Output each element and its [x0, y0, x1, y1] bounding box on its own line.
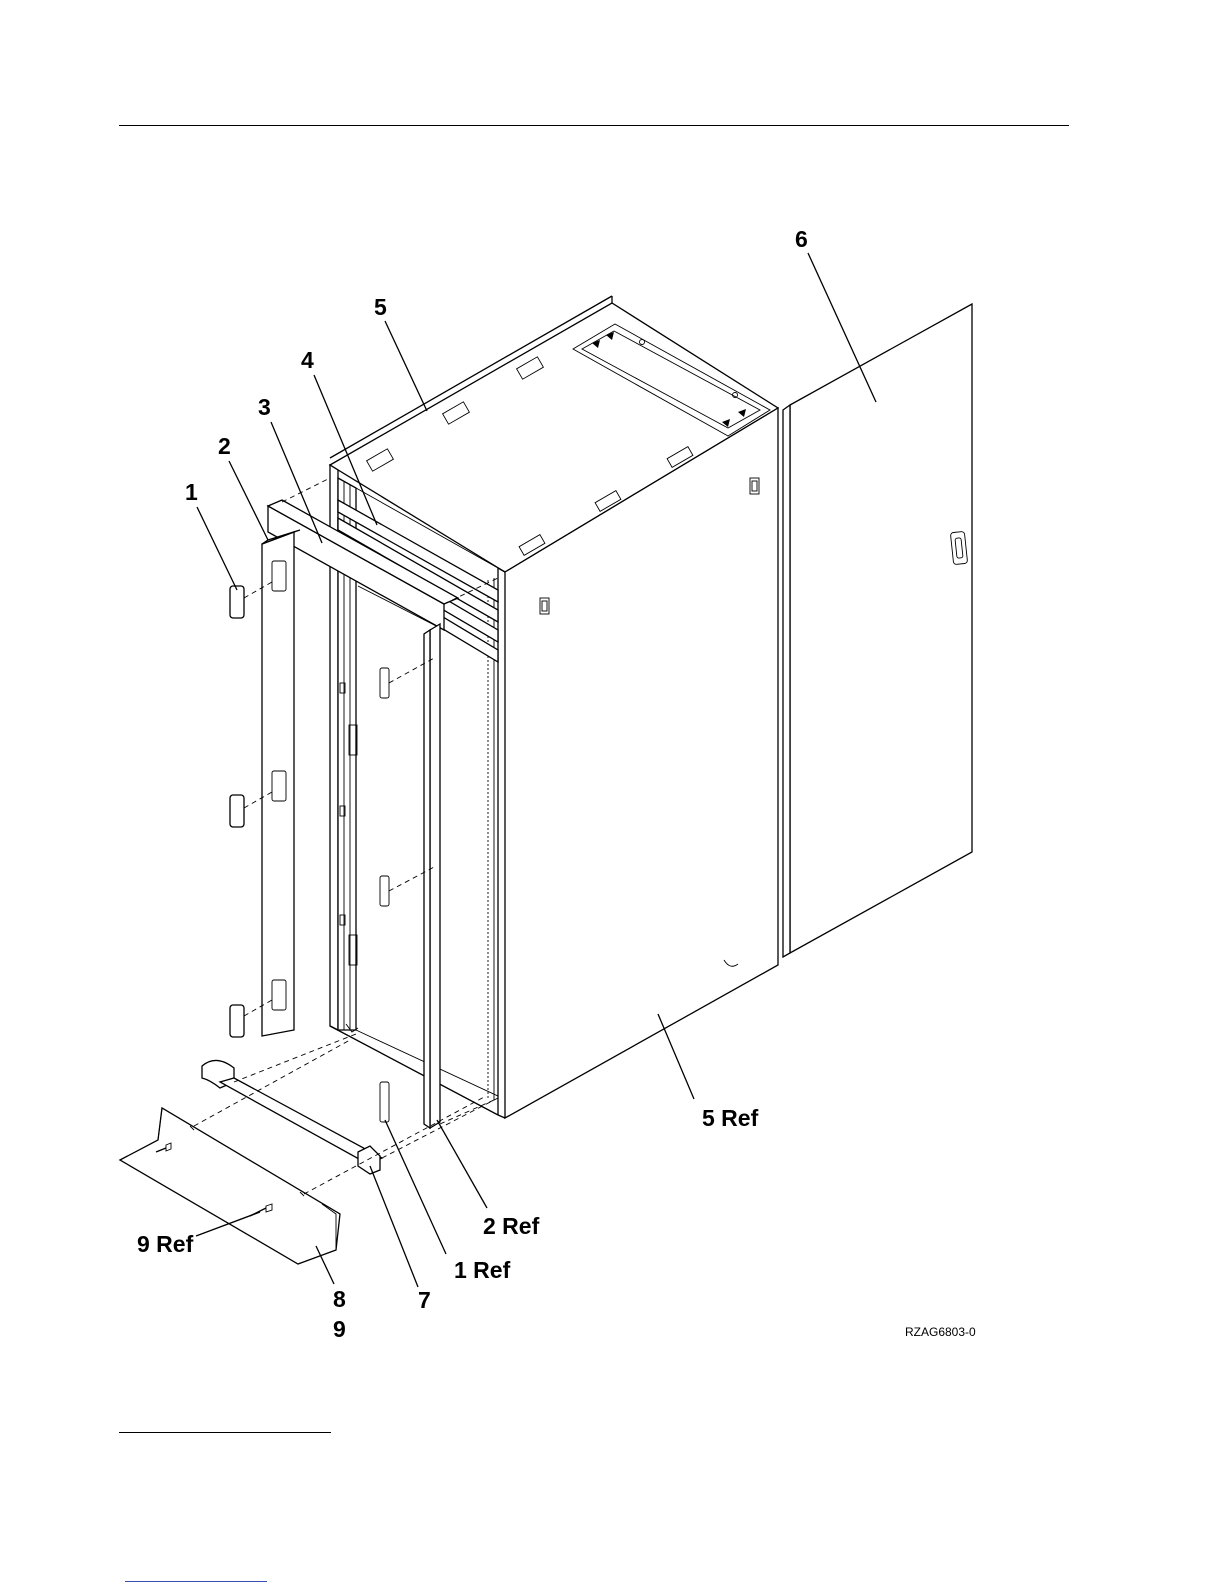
callout-3: 3 — [258, 394, 271, 420]
callout-5: 5 — [374, 294, 387, 320]
footnote-rule — [119, 1432, 331, 1433]
callout-9-ref: 9 Ref — [137, 1231, 194, 1257]
callout-5-ref: 5 Ref — [702, 1105, 759, 1131]
side-panel-6 — [783, 304, 972, 957]
rack-cabinet — [330, 296, 778, 1118]
callout-6: 6 — [795, 226, 808, 252]
callout-2-ref: 2 Ref — [483, 1213, 540, 1239]
callout-1-ref: 1 Ref — [454, 1257, 511, 1283]
callout-2: 2 — [218, 433, 231, 459]
callout-7: 7 — [418, 1287, 431, 1313]
clips-1 — [230, 586, 244, 1037]
callout-4: 4 — [301, 347, 314, 373]
footer-link-underline[interactable] — [125, 1581, 267, 1582]
callout-9: 9 — [333, 1316, 346, 1342]
front-panel-2 — [262, 530, 300, 1036]
vertical-plate-2ref — [380, 624, 440, 1128]
figure-id-label: RZAG6803-0 — [905, 1325, 976, 1339]
callout-8: 8 — [333, 1286, 346, 1312]
callout-1: 1 — [185, 479, 198, 505]
